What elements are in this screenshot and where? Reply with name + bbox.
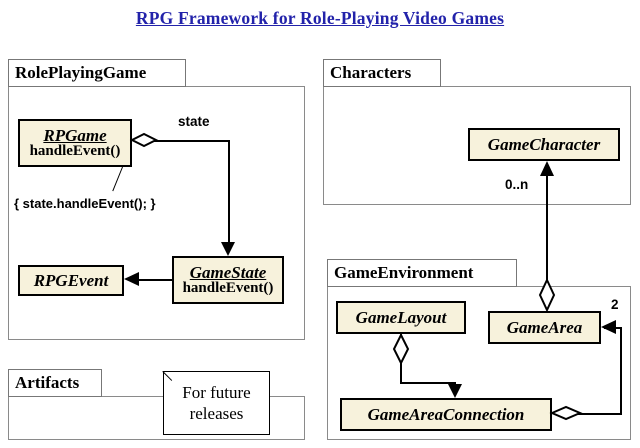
package-label-characters: Characters [330,63,412,82]
class-gamelayout[interactable]: GameLayout [336,301,466,334]
association-label-state: state [178,114,210,129]
package-label-roleplayinggame: RolePlayingGame [15,63,147,82]
class-gamestate[interactable]: GameState handleEvent() [172,256,284,304]
class-name-rpgame: RPGame [43,125,107,145]
package-tab-roleplayinggame: RolePlayingGame [8,59,186,87]
page-title: RPG Framework for Role-Playing Video Gam… [135,8,505,28]
class-name-gamestate: GameState [189,262,267,282]
package-label-gameenvironment: GameEnvironment [334,263,474,282]
connector-gamestate-rpgevent [134,279,172,281]
connector-layout-down [454,382,456,392]
multiplicity-label-2: 2 [611,297,619,312]
class-op-rpgame: handleEvent() [29,143,121,160]
note-future-releases: For future releases [153,371,270,435]
class-gamearea[interactable]: GameArea [488,311,601,344]
class-op-gamestate: handleEvent() [182,280,274,297]
class-name-gameareaconnection: GameAreaConnection [367,404,525,424]
constraint-text: { state.handleEvent(); } [14,196,156,211]
connector-conn-area-vertical [620,328,622,415]
connector-state-vertical [228,140,230,245]
note-fold-icon [153,371,173,391]
class-name-gamelayout: GameLayout [355,307,447,327]
package-tab-gameenvironment: GameEnvironment [327,259,517,287]
connector-conn-area-top [604,327,622,329]
connector-character-area-vertical [546,168,548,308]
class-name-gamecharacter: GameCharacter [487,134,601,154]
class-rpgame[interactable]: RPGame handleEvent() [18,119,132,167]
connector-state-horizontal [152,140,230,142]
note-line-2: releases [189,404,244,423]
package-label-artifacts: Artifacts [15,373,80,392]
class-name-gamearea: GameArea [506,317,583,337]
package-tab-characters: Characters [323,59,441,87]
class-gamecharacter[interactable]: GameCharacter [468,128,620,161]
connector-conn-area-horizontal [578,413,622,415]
class-name-rpgevent: RPGEvent [33,270,109,290]
class-rpgevent[interactable]: RPGEvent [18,265,124,296]
multiplicity-label-0n: 0..n [505,177,529,192]
connector-layout-horizontal [400,382,456,384]
package-tab-artifacts: Artifacts [8,369,102,397]
connector-layout-vertical [400,334,402,384]
note-line-1: For future [182,382,251,402]
class-gameareaconnection[interactable]: GameAreaConnection [340,398,552,431]
